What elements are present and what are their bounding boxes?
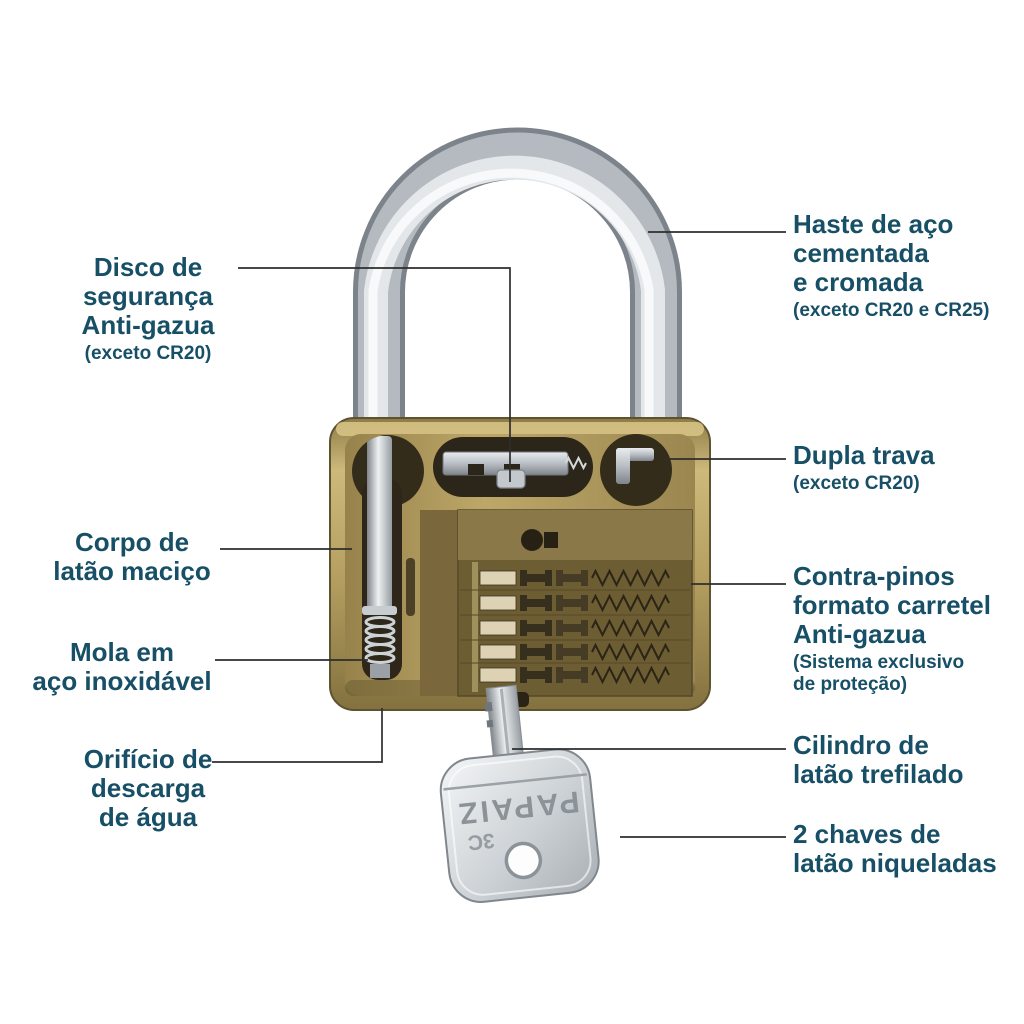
key-hole [504,841,543,880]
label-orificio: Orifício de descarga de água [83,744,213,833]
locking-bar-slot [433,437,593,497]
label-chaves: 2 chaves de latão niqueladas [793,819,997,879]
label-cilindro: Cilindro de latão trefilado [793,730,964,790]
key-code-text: 3C [467,828,496,854]
label-contra-pinos: Contra-pinos formato carretel Anti-gazua… [793,561,991,696]
callout-orificio [212,708,383,763]
shackle [353,127,682,445]
label-disco-seguranca: Disco de segurança Anti-gazua (exceto CR… [81,252,215,365]
cylinder-cutaway [406,509,693,697]
callout-lines [212,231,786,838]
label-corpo: Corpo de latão maciço [53,527,211,587]
callout-disco [238,267,511,482]
double-lock-latch [600,434,672,506]
key-head [439,748,600,903]
key: PAPAIZ 3C [439,684,600,903]
security-disc [496,469,526,489]
padlock-body [329,417,711,711]
label-dupla-trava: Dupla trava (exceto CR20) [793,440,935,495]
stainless-spring [364,616,396,664]
label-haste: Haste de aço cementada e cromada (exceto… [793,209,990,322]
shackle-leg-and-spring [362,436,397,678]
label-mola: Mola em aço inoxidável [32,637,212,697]
screw [521,529,543,551]
